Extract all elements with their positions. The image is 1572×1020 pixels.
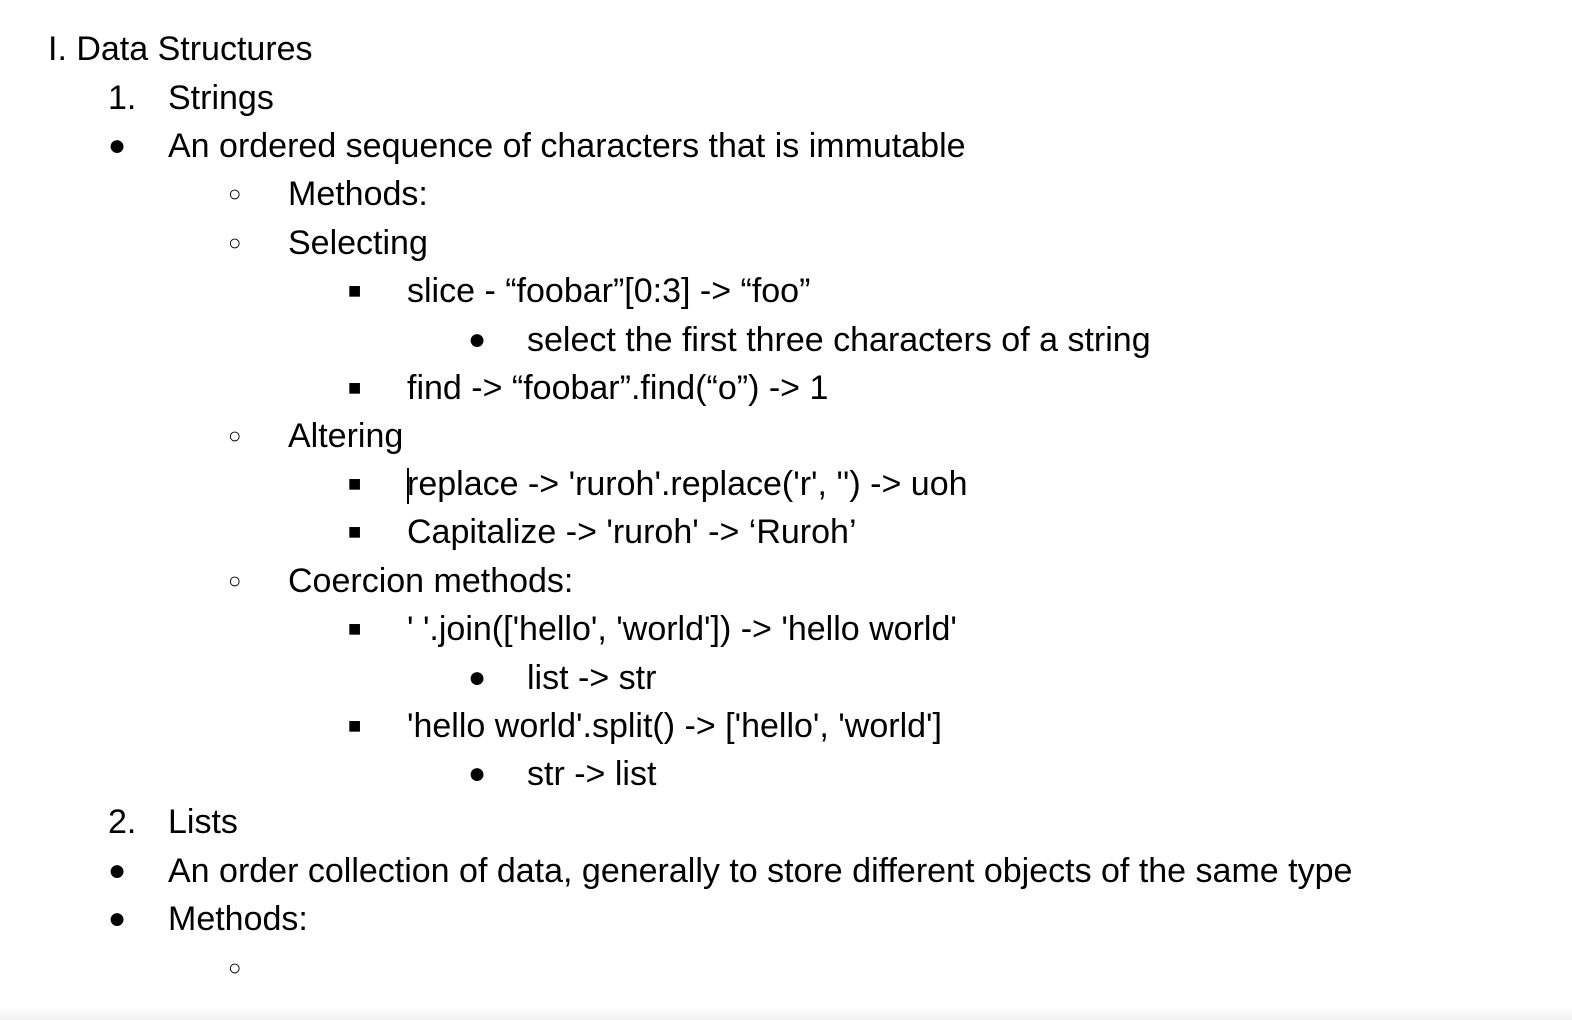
bullet-circle-icon: ○ — [228, 568, 242, 593]
item-text: Methods: — [288, 175, 428, 213]
item-text: Selecting — [288, 224, 428, 262]
item-text: Coercion methods: — [288, 562, 574, 600]
list-item: ○ — [0, 944, 1572, 992]
bullet-square-icon: ■ — [348, 616, 362, 641]
list-item: ● select the first three characters of a… — [0, 316, 1572, 364]
bullet-square-icon: ■ — [348, 713, 362, 738]
list-item: ○ Coercion methods: — [0, 557, 1572, 605]
bullet-disc-icon: ● — [468, 323, 487, 356]
item-number: 2. — [108, 803, 137, 841]
bullet-disc-icon: ● — [108, 854, 127, 887]
item-text: str -> list — [527, 755, 657, 793]
item-text: find -> “foobar”.find(“o”) -> 1 — [407, 369, 829, 407]
bullet-disc-icon: ● — [468, 661, 487, 694]
bullet-circle-icon: ○ — [228, 955, 242, 980]
bullet-circle-icon: ○ — [228, 181, 242, 206]
bullet-disc-icon: ● — [108, 129, 127, 162]
list-item: ● An ordered sequence of characters that… — [0, 122, 1572, 170]
item-text: list -> str — [527, 659, 657, 697]
bullet-square-icon: ■ — [348, 471, 362, 496]
list-item: ● list -> str — [0, 654, 1572, 702]
item-text: replace -> 'ruroh'.replace('r', '') -> u… — [407, 465, 968, 503]
list-item: ● Methods: — [0, 895, 1572, 943]
item-text: slice - “foobar”[0:3] -> “foo” — [407, 272, 811, 310]
list-item-strings: 1. Strings — [0, 74, 1572, 122]
bullet-circle-icon: ○ — [228, 423, 242, 448]
item-text: An ordered sequence of characters that i… — [168, 127, 966, 165]
item-title: Strings — [168, 79, 274, 117]
item-number: 1. — [108, 79, 137, 117]
page-edge-shadow — [0, 1008, 1572, 1020]
item-text: Methods: — [168, 900, 308, 938]
item-text: Capitalize -> 'ruroh' -> ‘Ruroh’ — [407, 513, 857, 551]
heading-text: I. Data Structures — [48, 30, 313, 68]
list-item: ● An order collection of data, generally… — [0, 847, 1572, 895]
item-title: Lists — [168, 803, 238, 841]
list-item: ■ 'hello world'.split() -> ['hello', 'wo… — [0, 702, 1572, 750]
list-item: ● str -> list — [0, 750, 1572, 798]
list-item: ■ find -> “foobar”.find(“o”) -> 1 — [0, 364, 1572, 412]
list-item: ■ Capitalize -> 'ruroh' -> ‘Ruroh’ — [0, 508, 1572, 556]
bullet-square-icon: ■ — [348, 278, 362, 303]
list-item: ○ Methods: — [0, 170, 1572, 218]
bullet-square-icon: ■ — [348, 375, 362, 400]
list-item: ■ replace -> 'ruroh'.replace('r', '') ->… — [0, 460, 1572, 508]
bullet-circle-icon: ○ — [228, 230, 242, 255]
item-text: Altering — [288, 417, 404, 455]
bullet-disc-icon: ● — [108, 902, 127, 935]
list-item: ■ ' '.join(['hello', 'world']) -> 'hello… — [0, 605, 1572, 653]
list-item: ○ Altering — [0, 412, 1572, 460]
bullet-square-icon: ■ — [348, 519, 362, 544]
list-item: ■ slice - “foobar”[0:3] -> “foo” — [0, 267, 1572, 315]
item-text: ' '.join(['hello', 'world']) -> 'hello w… — [407, 610, 957, 648]
item-text: 'hello world'.split() -> ['hello', 'worl… — [407, 707, 942, 745]
section-heading: I. Data Structures — [0, 25, 1572, 73]
bullet-disc-icon: ● — [468, 757, 487, 790]
list-item: ○ Selecting — [0, 219, 1572, 267]
list-item-lists: 2. Lists — [0, 798, 1572, 846]
text-cursor — [407, 468, 409, 504]
item-text: select the first three characters of a s… — [527, 321, 1151, 359]
item-text: An order collection of data, generally t… — [168, 852, 1353, 890]
